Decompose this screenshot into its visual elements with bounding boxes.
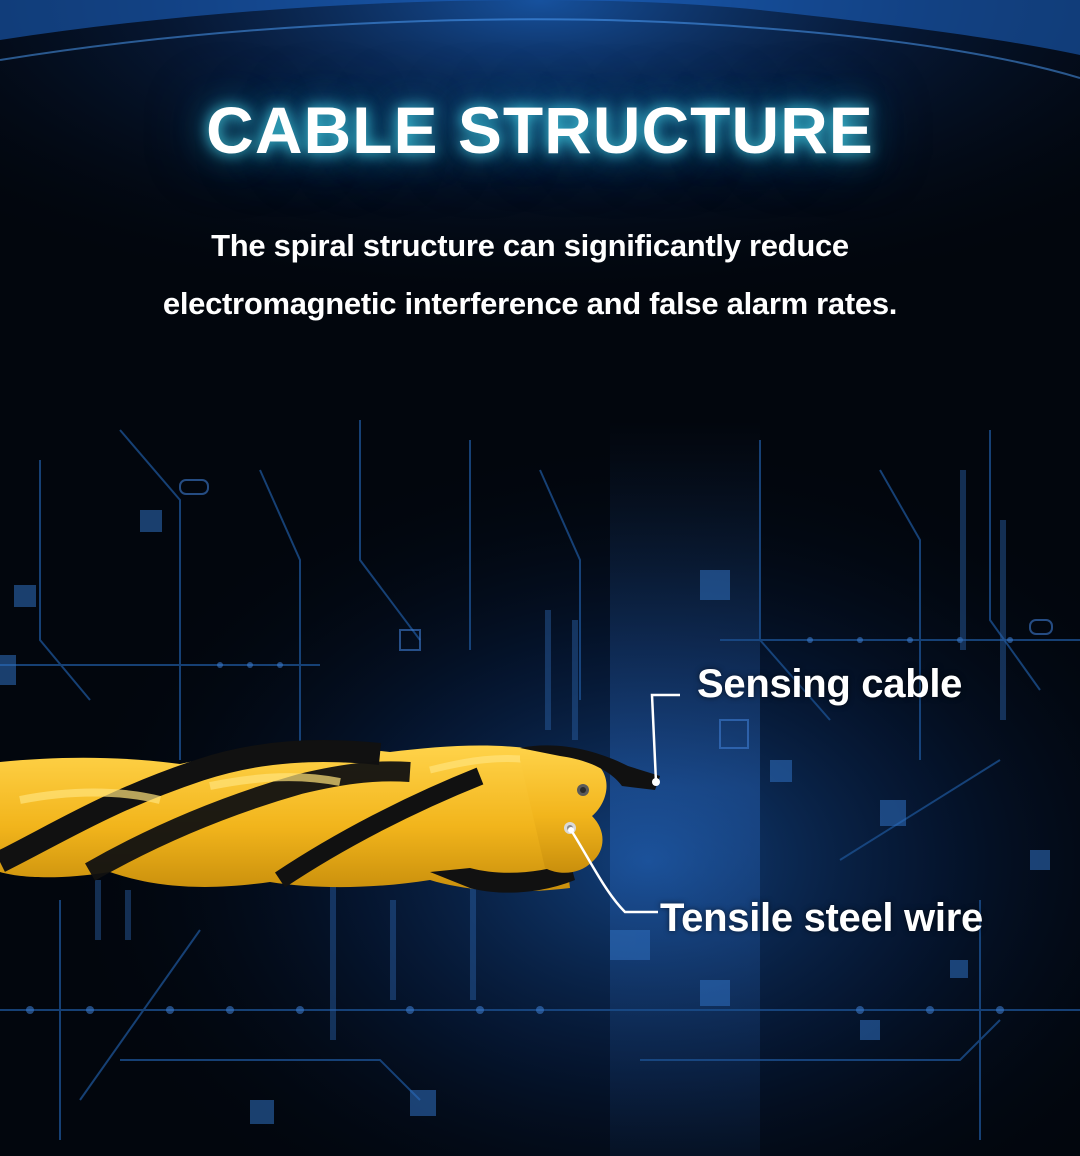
subtitle-line-1: The spiral structure can significantly r… [211,228,849,263]
callout-sensing-cable: Sensing cable [697,662,963,706]
page-title: CABLE STRUCTURE [206,93,874,167]
subtitle-line-2: electromagnetic interference and false a… [162,286,898,321]
callout-tensile-steel-wire: Tensile steel wire [660,896,983,940]
sensing-cable-marker [652,778,660,786]
callout-lines [569,693,680,914]
steel-wire-marker [568,827,574,833]
twisted-cable [0,740,660,893]
